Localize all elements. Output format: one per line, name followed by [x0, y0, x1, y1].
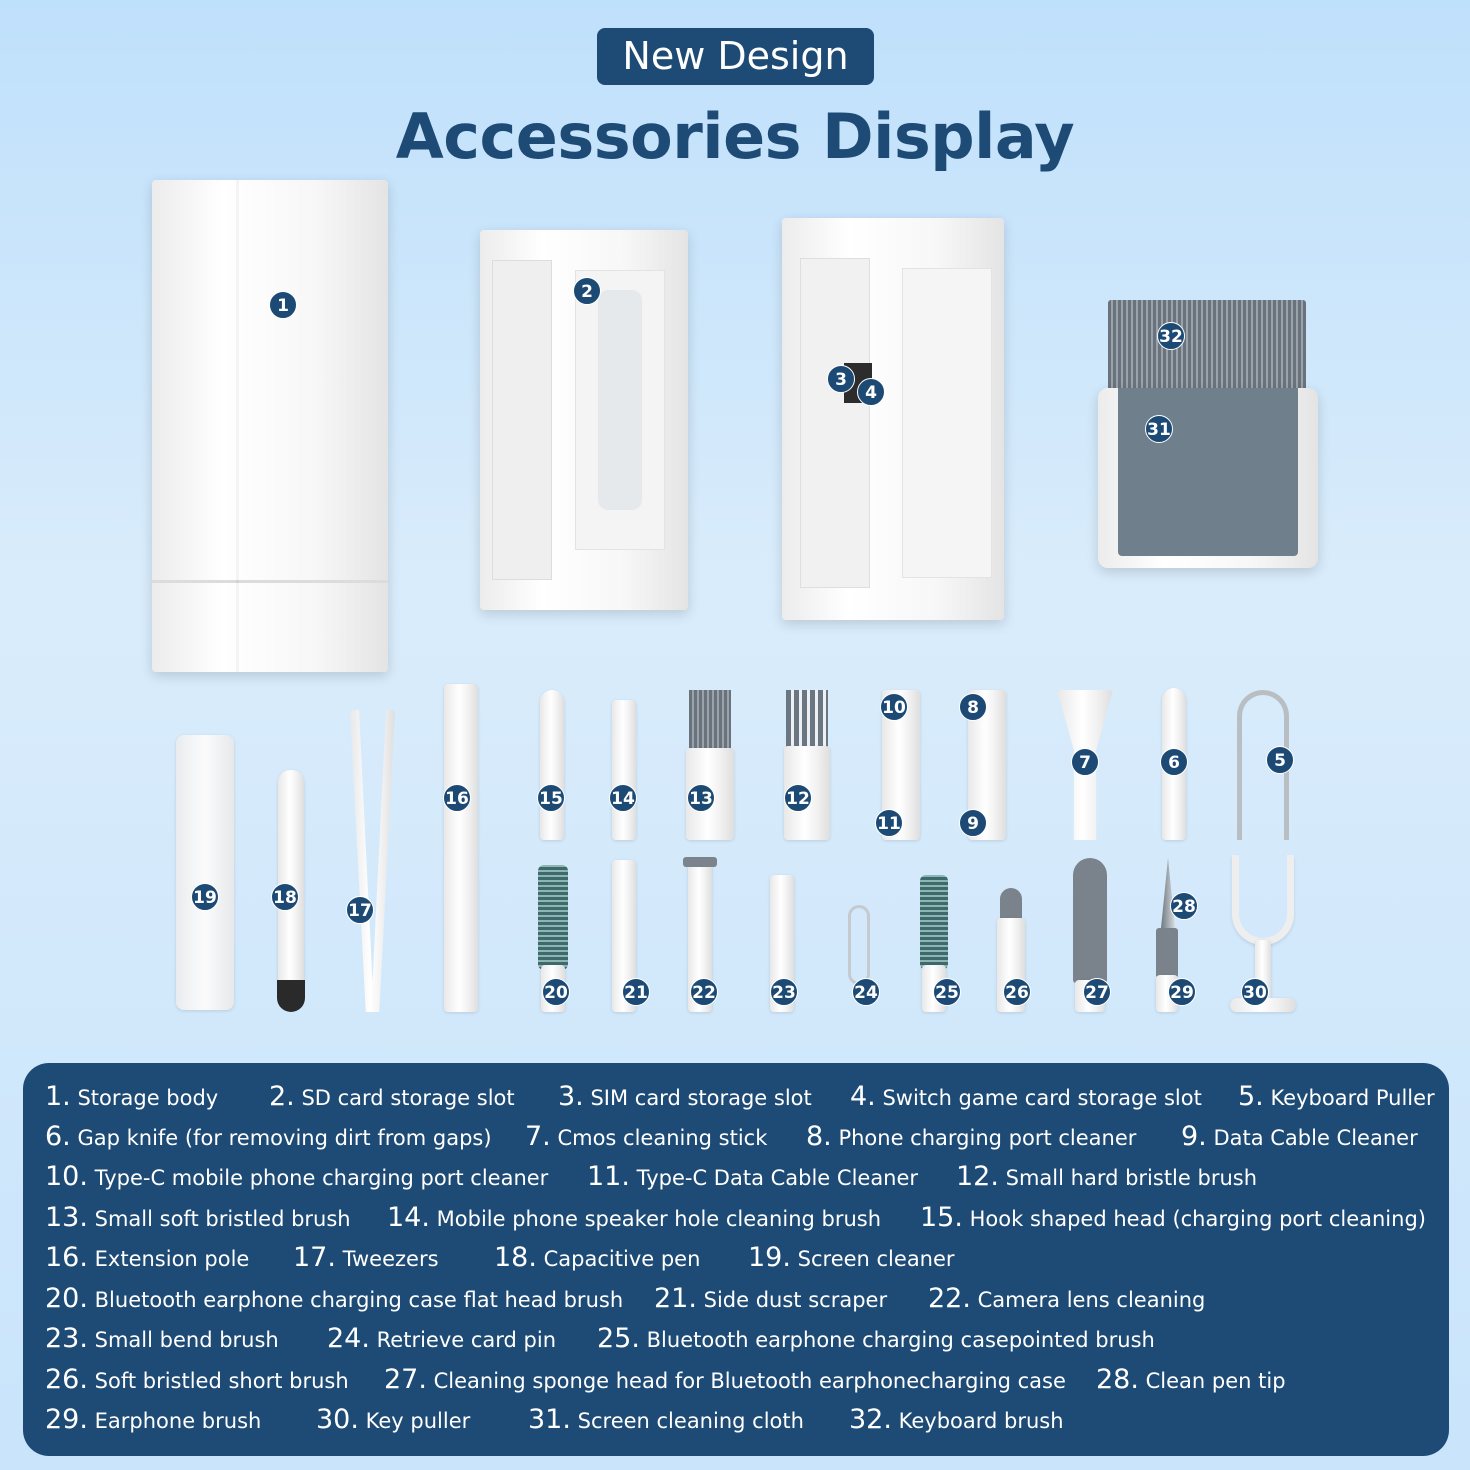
keyboard-brush-bristles — [1108, 300, 1306, 395]
legend-item: 5. Keyboard Puller — [1238, 1081, 1435, 1112]
marker-22: 22 — [690, 978, 718, 1006]
legend-item: 26. Soft bristled short brush — [45, 1364, 349, 1395]
marker-9: 9 — [959, 809, 987, 837]
legend-item: 29. Earphone brush — [45, 1404, 262, 1435]
marker-14: 14 — [609, 784, 637, 812]
marker-5: 5 — [1266, 746, 1294, 774]
marker-10: 10 — [880, 693, 908, 721]
marker-30: 30 — [1241, 978, 1269, 1006]
clean-pen-tip — [1161, 858, 1175, 928]
marker-23: 23 — [770, 978, 798, 1006]
legend-item: 4. Switch game card storage slot — [850, 1081, 1202, 1112]
marker-4: 4 — [857, 378, 885, 406]
legend-item: 7. Cmos cleaning stick — [525, 1121, 768, 1152]
sponge-head — [1073, 858, 1107, 983]
hard-brush-bristles — [786, 690, 828, 748]
legend-item: 8. Phone charging port cleaner — [806, 1121, 1137, 1152]
marker-3: 3 — [827, 365, 855, 393]
legend-item: 3. SIM card storage slot — [558, 1081, 812, 1112]
legend-item: 9. Data Cable Cleaner — [1181, 1121, 1418, 1152]
hook-head — [540, 690, 564, 840]
marker-2: 2 — [573, 277, 601, 305]
marker-29: 29 — [1168, 978, 1196, 1006]
legend-item: 12. Small hard bristle brush — [956, 1161, 1258, 1192]
marker-13: 13 — [687, 784, 715, 812]
key-puller — [1232, 855, 1294, 945]
marker-20: 20 — [542, 978, 570, 1006]
marker-17: 17 — [346, 896, 374, 924]
capacitive-pen-tip — [277, 980, 305, 1012]
screen-cleaner — [176, 735, 234, 1010]
marker-19: 19 — [191, 883, 219, 911]
tweezers — [350, 710, 395, 1012]
marker-25: 25 — [933, 978, 961, 1006]
retrieve-card-pin — [848, 905, 870, 985]
legend-item: 10. Type-C mobile phone charging port cl… — [45, 1161, 549, 1192]
marker-32: 32 — [1157, 322, 1185, 350]
marker-16: 16 — [443, 784, 471, 812]
speaker-brush — [612, 700, 636, 840]
legend-item: 13. Small soft bristled brush — [45, 1202, 351, 1233]
camera-lens-cleaner-head — [683, 857, 717, 867]
legend-item: 6. Gap knife (for removing dirt from gap… — [45, 1121, 492, 1152]
legend-item: 17. Tweezers — [293, 1242, 439, 1273]
marker-1: 1 — [269, 291, 297, 319]
legend-item: 25. Bluetooth earphone charging casepoin… — [597, 1323, 1155, 1354]
legend-item: 14. Mobile phone speaker hole cleaning b… — [387, 1202, 882, 1233]
marker-15: 15 — [537, 784, 565, 812]
legend-item: 30. Key puller — [316, 1404, 471, 1435]
legend-item: 27. Cleaning sponge head for Bluetooth e… — [384, 1364, 1066, 1395]
legend-item: 18. Capacitive pen — [494, 1242, 701, 1273]
marker-11: 11 — [875, 809, 903, 837]
capacitive-pen — [278, 770, 304, 985]
legend-item: 22. Camera lens cleaning — [928, 1283, 1206, 1314]
legend-item: 23. Small bend brush — [45, 1323, 279, 1354]
storage-body-open-right — [782, 218, 1004, 620]
legend-item: 24. Retrieve card pin — [327, 1323, 557, 1354]
storage-body-closed — [152, 180, 388, 672]
marker-6: 6 — [1160, 748, 1188, 776]
legend-item: 11. Type-C Data Cable Cleaner — [587, 1161, 919, 1192]
legend-panel: 1. Storage body 2. SD card storage slot … — [23, 1063, 1449, 1456]
marker-26: 26 — [1003, 978, 1031, 1006]
screen-cleaning-cloth-holder — [1098, 388, 1318, 568]
marker-18: 18 — [271, 883, 299, 911]
marker-24: 24 — [852, 978, 880, 1006]
page-title: Accessories Display — [395, 100, 1075, 173]
marker-7: 7 — [1071, 748, 1099, 776]
legend-item: 16. Extension pole — [45, 1242, 250, 1273]
extension-pole — [444, 684, 478, 1012]
marker-21: 21 — [622, 978, 650, 1006]
short-brush-tip — [1000, 888, 1022, 922]
legend-item: 32. Keyboard brush — [849, 1404, 1064, 1435]
marker-27: 27 — [1083, 978, 1111, 1006]
marker-8: 8 — [959, 693, 987, 721]
legend-item: 20. Bluetooth earphone charging case fla… — [45, 1283, 624, 1314]
legend-item: 28. Clean pen tip — [1096, 1364, 1286, 1395]
legend-item: 31. Screen cleaning cloth — [528, 1404, 804, 1435]
soft-brush-bristles — [689, 690, 731, 750]
legend-item: 1. Storage body — [45, 1081, 219, 1112]
legend-item: 21. Side dust scraper — [654, 1283, 888, 1314]
flat-head-brush-bristles — [538, 865, 568, 970]
legend-item: 2. SD card storage slot — [269, 1081, 515, 1112]
new-design-badge: New Design — [597, 28, 874, 85]
legend-item: 19. Screen cleaner — [748, 1242, 955, 1273]
earphone-brush-head — [1156, 928, 1178, 978]
legend-item: 15. Hook shaped head (charging port clea… — [920, 1202, 1426, 1233]
marker-12: 12 — [784, 784, 812, 812]
pointed-brush-bristles — [920, 875, 948, 970]
marker-28: 28 — [1170, 892, 1198, 920]
marker-31: 31 — [1145, 415, 1173, 443]
